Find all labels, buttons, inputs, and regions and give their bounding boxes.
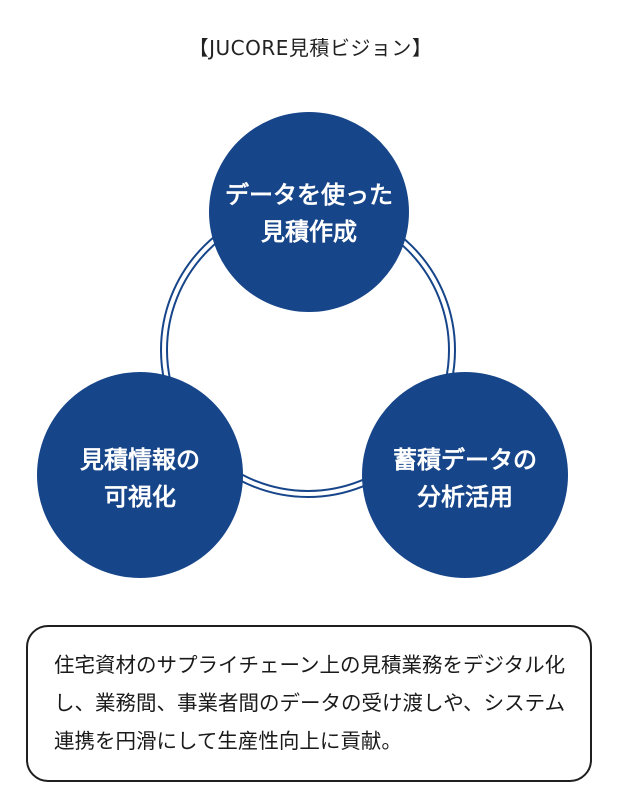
- circle-data-analysis-line1: 蓄積データの: [393, 446, 537, 474]
- circle-data-analysis: 蓄積データの 分析活用: [362, 372, 568, 578]
- circle-estimate-visualization-line2: 可視化: [104, 483, 176, 511]
- circle-estimate-visualization: 見積情報の 可視化: [37, 372, 243, 578]
- circle-data-analysis-line2: 分析活用: [417, 483, 513, 511]
- circle-data-estimate-line2: 見積作成: [261, 218, 357, 246]
- circle-data-estimate-line1: データを使った: [225, 181, 393, 209]
- diagram-title: 【JUCORE見積ビジョン】: [188, 36, 433, 60]
- circle-estimate-visualization-line1: 見積情報の: [80, 446, 200, 474]
- vision-cycle-diagram: データを使った 見積作成 見積情報の 可視化 蓄積データの 分析活用: [37, 112, 568, 578]
- description-box: [26, 625, 592, 782]
- circle-data-estimate: データを使った 見積作成: [209, 112, 409, 312]
- description-text: 住宅資材のサプライチェーン上の見積業務をデジタル化し、業務間、事業者間のデータの…: [54, 653, 566, 753]
